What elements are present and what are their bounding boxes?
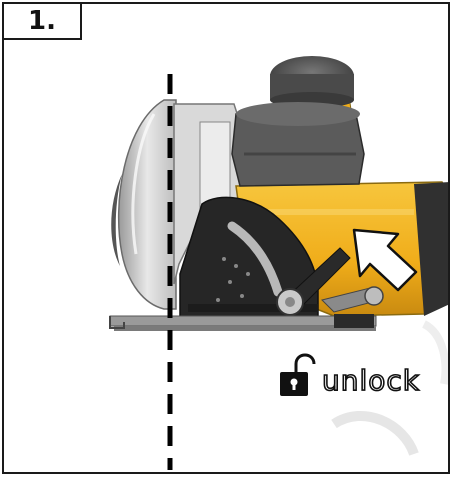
step-number-text: 1. — [28, 6, 56, 36]
saw-illustration — [4, 4, 450, 474]
watermark-mark-2 — [424, 324, 445, 384]
saw-blade — [111, 100, 176, 309]
top-knob — [232, 56, 364, 186]
step-number: 1. — [2, 2, 82, 40]
instruction-panel: 1. — [2, 2, 450, 474]
unlock-label: unlock — [322, 364, 420, 397]
base-plate — [110, 314, 376, 331]
padlock-open-icon — [280, 355, 314, 396]
watermark-mark — [334, 416, 414, 454]
